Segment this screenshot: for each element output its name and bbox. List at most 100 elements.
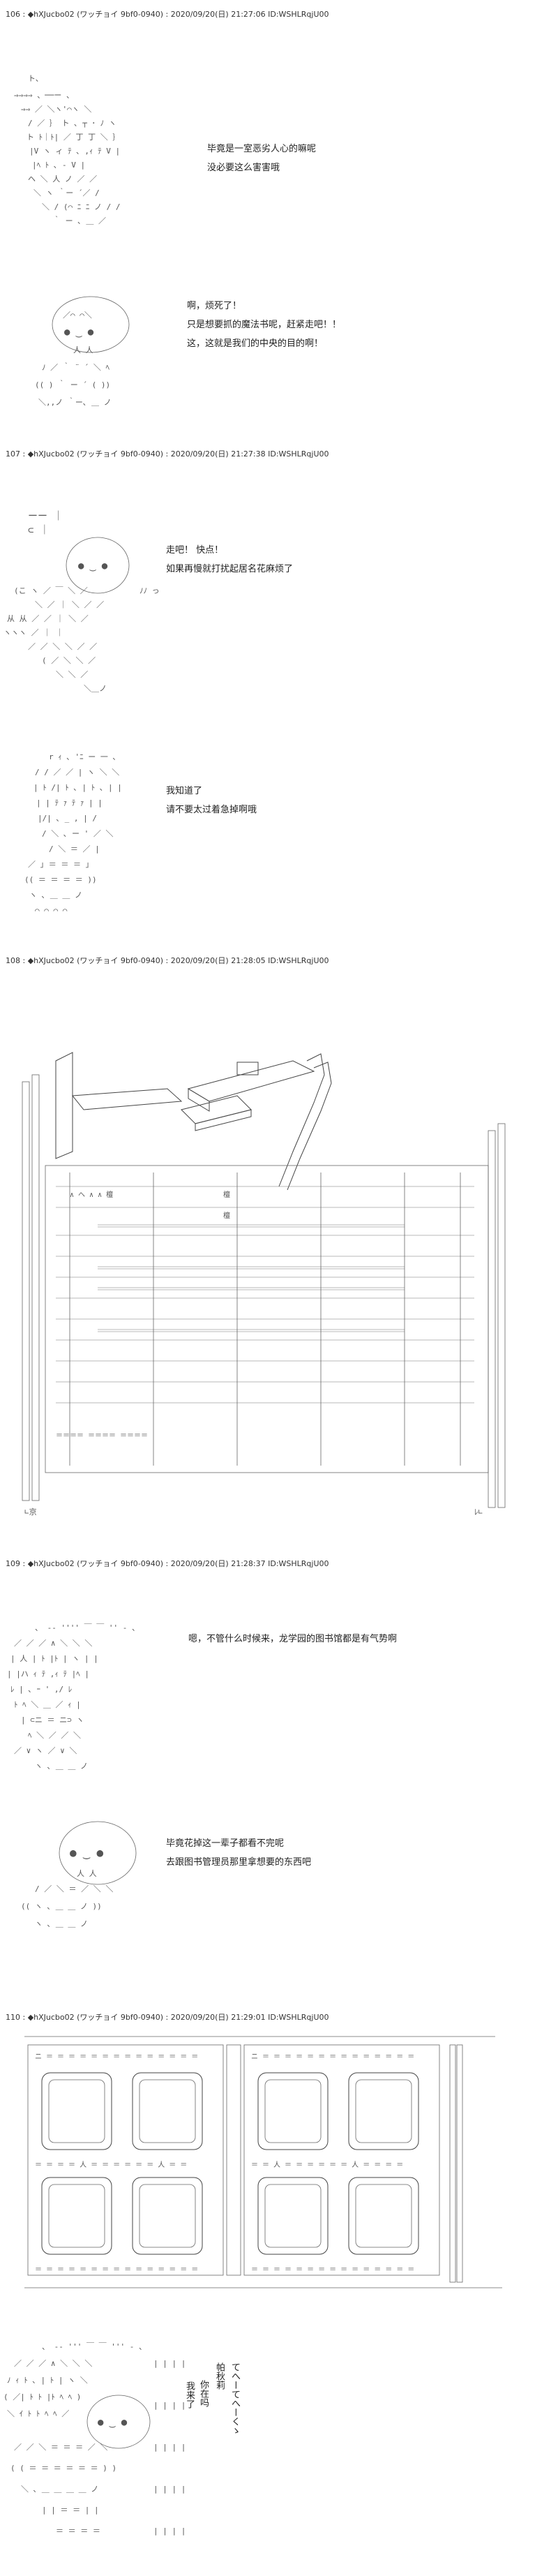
svg-text:● ‿ ●: ● ‿ ● [70,1846,104,1859]
svg-text:| 人 | ﾄ |ﾄ | ヽ | |: | 人 | ﾄ |ﾄ | ヽ | | [10,1654,98,1663]
svg-text:＝ ＝ ＝ ＝ 人 ＝ ＝ ＝ ＝ ＝ ＝ 人 ＝ ＝: ＝ ＝ ＝ ＝ 人 ＝ ＝ ＝ ＝ ＝ ＝ 人 ＝ ＝ [35,2161,187,2169]
svg-text:ニ ＝ ＝ ＝ ＝ ＝ ＝ ＝ ＝ ＝ ＝ ＝ ＝ ＝ ＝: ニ ＝ ＝ ＝ ＝ ＝ ＝ ＝ ＝ ＝ ＝ ＝ ＝ ＝ ＝ [251,2053,414,2061]
dialogue-line: 请不要太过着急掉啊哦 [166,805,257,815]
svg-text:| | ＝ ＝ | |: | | ＝ ＝ | | [42,2506,99,2515]
dialogue-109-a: 嗯，不管什么时候来，龙学园的图书馆都是有气势啊 [188,1630,397,1648]
dialogue-line: 我知道了 [166,786,203,796]
svg-text:＼ ｲ ﾄ ﾄ ﾍ ﾍ ／: ＼ ｲ ﾄ ﾄ ﾍ ﾍ ／ [7,2409,69,2418]
svg-text:( ( ＝ ＝ ＝ ＝ ＝ ＝ ) ): ( ( ＝ ＝ ＝ ＝ ＝ ＝ ) ) [10,2464,116,2473]
svg-text:＝ ＝ ＝ ＝: ＝ ＝ ＝ ＝ [56,2526,100,2536]
svg-text:⌒ ⌒ ⌒ ⌒: ⌒ ⌒ ⌒ ⌒ [35,906,68,915]
svg-text:|/| ､ _ , | /: |/| ､ _ , | / [38,814,97,823]
svg-text:| |ハ ｨ ﾃ ,ｨ ﾃ |ﾍ |: | |ハ ｨ ﾃ ,ｨ ﾃ |ﾍ | [7,1669,89,1678]
vertical-text-col-2: 你在吗 [198,2380,209,2407]
svg-text:檀: 檀 [223,1211,230,1220]
svg-text:| | | |: | | | | [153,2485,186,2494]
svg-text:| ⊂ニ ＝ ニ⊃ ヽ: | ⊂ニ ＝ ニ⊃ ヽ [21,1715,84,1725]
svg-text:／ ／ ／ ∧ ＼ ＼ ＼: ／ ／ ／ ∧ ＼ ＼ ＼ [14,1639,92,1648]
svg-text:＼ ＼ ／: ＼ ＼ ／ [56,670,88,679]
svg-text:⊂ ｜: ⊂ ｜ [28,525,50,536]
ascii-art-character-107b: r ｨ ､ 'ﾆ ー 一 ､ / / ／ ／ | ヽ ＼ ＼ | ﾄ /| ﾄ … [24,752,122,915]
svg-text:｀ ー ､ ＿ ／: ｀ ー ､ ＿ ／ [53,215,106,225]
svg-text:⇒⇒ ／ ＼ヽ'⌒ヽ ＼: ⇒⇒ ／ ＼ヽ'⌒ヽ ＼ [21,105,91,114]
ascii-art-double-doors: ニ ＝ ＝ ＝ ＝ ＝ ＝ ＝ ＝ ＝ ＝ ＝ ＝ ＝ ＝ ニ ＝ ＝ ＝ ＝ … [24,2036,502,2288]
svg-text:/ ／ ＼ ＝ ／ ＼ ＼: / ／ ＼ ＝ ／ ＼ ＼ [35,1884,113,1893]
svg-text:ヽ ､ ＿ ＿ ノ: ヽ ､ ＿ ＿ ノ [29,891,82,900]
post-header-107: 107 : ◆hXJucbo02 (ワッチョイ 9bf0-0940) : 202… [6,449,329,459]
vertical-text-col-3: 帕秋莉 [214,2362,225,2390]
svg-text:● ‿ ●: ● ‿ ● [64,327,94,338]
svg-text:＼ / (⌒ ﾆ ﾆ ノ / /: ＼ / (⌒ ﾆ ﾆ ノ / / [42,202,120,211]
post-header-106: 106 : ◆hXJucbo02 (ワッチョイ 9bf0-0940) : 202… [6,10,329,19]
svg-text:＼ ヽ ｀ー ´／ /: ＼ ヽ ｀ー ´／ / [33,187,100,198]
svg-text:＝ ＝ ＝ ＝ ＝ ＝ ＝ ＝ ＝ ＝ ＝ ＝ ＝ ＝ ＝: ＝ ＝ ＝ ＝ ＝ ＝ ＝ ＝ ＝ ＝ ＝ ＝ ＝ ＝ ＝ [35,2266,198,2274]
svg-text:/ ＼ ､ ー ' ／ ＼: / ＼ ､ ー ' ／ ＼ [42,829,113,838]
svg-text:ト ﾄ｜ﾄ| ／ 丁 丁 ＼ ｝: ト ﾄ｜ﾄ| ／ 丁 丁 ＼ ｝ [27,133,120,142]
svg-text:／ ／ ＼ ＝ ＝ ＝ ／ ＼: ／ ／ ＼ ＝ ＝ ＝ ／ ＼ [14,2443,107,2452]
svg-text:ヽ ､ ＿ ＿ ノ: ヽ ､ ＿ ＿ ノ [35,1919,88,1928]
dialogue-line: 走吧！ 快点！ [166,545,224,556]
svg-text:(( ) ｀ ー ´ ( )): (( ) ｀ ー ´ ( )) [35,379,110,389]
dialogue-line: 如果再慢就打扰起居名花麻烦了 [166,564,294,574]
svg-text:(こ ヽ ／ ￣ ＼ ／: (こ ヽ ／ ￣ ＼ ／ [14,586,88,595]
dialogue-line: 啊，烦死了！ [187,301,242,311]
svg-text:| | | |: | | | | [153,2526,186,2536]
svg-text:| | ﾃ ｧ ﾃ ｧ | |: | | ﾃ ｧ ﾃ ｧ | | [36,798,103,807]
svg-text:＼,,ノ ｀ー､ ＿ ノ: ＼,,ノ ｀ー､ ＿ ノ [38,396,112,407]
dialogue-106-b: 啊，烦死了！ 只是想要抓的魔法书呢，赶紧走吧！！ 这，这就是我们的中央的目的啊！ [187,297,341,353]
post-header-109: 109 : ◆hXJucbo02 (ワッチョイ 9bf0-0940) : 202… [6,1559,329,1568]
svg-text:、 -‐ '''' ￣ ￣ '' ‐ 、: 、 -‐ '''' ￣ ￣ '' ‐ 、 [35,1623,140,1632]
svg-text:人 人: 人 人 [77,1869,97,1878]
svg-text:(( ヽ ､ ＿ ＿ ノ )): (( ヽ ､ ＿ ＿ ノ )) [21,1902,102,1911]
ascii-art-character-106a: ト、 ⇒⇒⇒⇒ 、──ー 、 ⇒⇒ ／ ＼ヽ'⌒ヽ ＼ / ／ ｝ ト ､ ┬ … [14,74,120,225]
svg-text:从 从 ／ ／ ｜ ＼ ／: 从 从 ／ ／ ｜ ＼ ／ [7,614,89,623]
post-header-108: 108 : ◆hXJucbo02 (ワッチョイ 9bf0-0940) : 202… [6,956,329,965]
dialogue-107-b: 我知道了 请不要太过着急掉啊哦 [166,782,257,819]
dialogue-109-b: 毕竟花掉这一辈子都看不完呢 去跟图书管理员那里拿想要的东西吧 [166,1834,311,1872]
dialogue-line: 只是想要抓的魔法书呢，赶紧走吧！！ [187,320,342,330]
dialogue-line: 毕竟是一室恶劣人心的嘛呢 [207,144,317,154]
svg-text:ﾉﾉ っ: ﾉﾉ っ [140,586,160,595]
svg-text:／⌒ ⌒＼: ／⌒ ⌒＼ [63,311,92,320]
dialogue-106-a: 毕竟是一室恶劣人心的嘛呢 没必要这么害害哦 [207,140,316,177]
svg-text:( ／| ﾄ ﾄ |ﾄ ﾍ ﾍ ): ( ／| ﾄ ﾄ |ﾄ ﾍ ﾍ ) [3,2392,81,2402]
svg-text:ﾄ ﾍ ＼ ＿ ／ ｨ |: ﾄ ﾍ ＼ ＿ ／ ｨ | [14,1700,81,1709]
ascii-art-character-107a: ーー ｜ ⊂ ｜ ● ‿ ● (こ ヽ ／ ￣ ＼ ／ ＼ ／ ｜ ＼ ／ ／ … [3,511,160,693]
svg-text:/ ／ ｝ ト ､ ┬ ･ ﾉ ヽ: / ／ ｝ ト ､ ┬ ･ ﾉ ヽ [28,119,116,128]
svg-text:＝ ＝ 人 ＝ ＝ ＝ ＝ ＝ ＝ 人 ＝ ＝ ＝ ＝: ＝ ＝ 人 ＝ ＝ ＝ ＝ ＝ ＝ 人 ＝ ＝ ＝ ＝ [251,2161,403,2169]
svg-text:r ｨ ､ 'ﾆ ー 一 ､: r ｨ ､ 'ﾆ ー 一 ､ [49,752,116,761]
svg-text:| | | |: | | | | [153,2443,186,2452]
dialogue-line: 这，这就是我们的中央的目的啊！ [187,338,324,349]
ascii-art-character-109a: 、 -‐ '''' ￣ ￣ '' ‐ 、 ／ ／ ／ ∧ ＼ ＼ ＼ | 人 |… [7,1623,140,1771]
ascii-art-character-110: 、 -‐ ''' ￣ ￣ ''' ‐ 、 ／ ／ ／ ∧ ＼ ＼ ＼ ﾉ ｨ ﾄ… [3,2342,186,2536]
ascii-art-character-109b: ● ‿ ● 人 人 / ／ ＼ ＝ ／ ＼ ＼ (( ヽ ､ ＿ ＿ ノ )) … [21,1821,137,1928]
svg-text:ﾚ∟: ﾚ∟ [474,1507,483,1517]
svg-text:ﾍ ＼ ／ ／ ＼: ﾍ ＼ ／ ／ ＼ [28,1731,81,1740]
svg-text:∟京: ∟京 [24,1507,37,1517]
dialogue-line: 去跟图书管理员那里拿想要的东西吧 [166,1857,312,1868]
svg-text:ﾚ | ､ ｰ ' ,/ ﾚ: ﾚ | ､ ｰ ' ,/ ﾚ [10,1685,72,1694]
svg-text:/ ＼ ＝ ／ |: / ＼ ＝ ／ | [49,844,100,854]
svg-text:／ ∨ ヽ ／ ∨ ＼: ／ ∨ ヽ ／ ∨ ＼ [14,1746,77,1755]
ascii-art-character-106b: ／⌒ ⌒＼ ● ‿ ● 人 人 ﾉ ／ ｀ ¨ ´ ＼ ﾍ (( ) ｀ ー ´… [35,296,130,407]
dialogue-line: 毕竟花掉这一辈子都看不完呢 [166,1838,285,1849]
svg-text:ニ ＝ ＝ ＝ ＝ ＝ ＝ ＝ ＝ ＝ ＝ ＝ ＝ ＝ ＝: ニ ＝ ＝ ＝ ＝ ＝ ＝ ＝ ＝ ＝ ＝ ＝ ＝ ＝ ＝ [35,2053,198,2061]
svg-text:( ／ ＼ ＼ ／: ( ／ ＼ ＼ ／ [42,656,96,665]
svg-text:| ﾄ /| ﾄ ､ | ﾄ ､ | |: | ﾄ /| ﾄ ､ | ﾄ ､ | | [33,783,122,792]
svg-text:| | | |: | | | | [153,2359,186,2368]
post-header-110: 110 : ◆hXJucbo02 (ワッチョイ 9bf0-0940) : 202… [6,2013,329,2022]
svg-text:人 人: 人 人 [73,345,93,355]
svg-text:＼ ／ ｜ ＼ ／ ／: ＼ ／ ｜ ＼ ／ ／ [35,600,104,609]
svg-text:檀: 檀 [223,1190,230,1199]
svg-text:|ﾍ ﾄ ､ - V |: |ﾍ ﾄ ､ - V | [32,161,85,170]
svg-text:|V ヽ ィ ﾃ ､ ,ｨ ﾃ V |: |V ヽ ィ ﾃ ､ ,ｨ ﾃ V | [29,147,120,156]
svg-text:＝ ＝ ＝ ＝ ＝ ＝ ＝ ＝ ＝ ＝ ＝ ＝ ＝ ＝ ＝: ＝ ＝ ＝ ＝ ＝ ＝ ＝ ＝ ＝ ＝ ＝ ＝ ＝ ＝ ＝ [251,2266,414,2274]
svg-text:ーー ｜: ーー ｜ [28,511,63,522]
dialogue-107-a: 走吧！ 快点！ 如果再慢就打扰起居名花麻烦了 [166,541,293,579]
svg-text:● ‿ ●: ● ‿ ● [98,2417,128,2428]
svg-text:／ ｣ ＝ ＝ ＝ ｣: ／ ｣ ＝ ＝ ＝ ｣ [28,860,89,869]
svg-text:∧ へ ∧ ∧ 檀: ∧ へ ∧ ∧ 檀 [70,1190,113,1199]
svg-text:＼ ､ ＿ ＿ ＿ ＿ ノ: ＼ ､ ＿ ＿ ＿ ＿ ノ [21,2485,98,2494]
svg-text:ヽ ､ ＿ ＿ ノ: ヽ ､ ＿ ＿ ノ [35,1762,88,1771]
svg-text:(( ＝ ＝ ＝ ＝ )): (( ＝ ＝ ＝ ＝ )) [24,875,97,884]
